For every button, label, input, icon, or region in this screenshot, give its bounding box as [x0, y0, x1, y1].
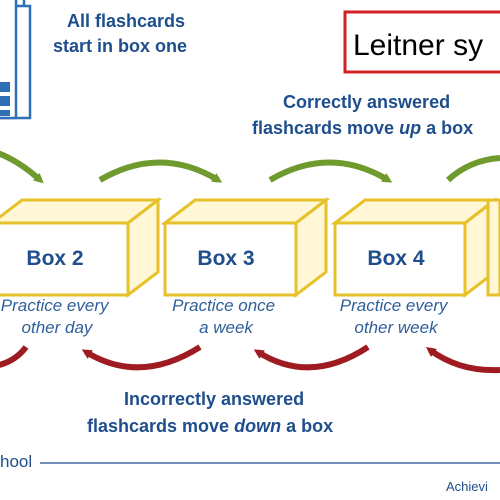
promote-arrow	[268, 159, 393, 183]
box-4: Box 4	[330, 196, 500, 299]
box-label: Box 2	[26, 247, 83, 270]
box-3-schedule-line1: Practice once	[172, 296, 275, 315]
bottom-note-emphasis: down	[234, 416, 281, 436]
footer-left-text: hool	[0, 452, 32, 471]
promote-arrows	[0, 150, 500, 184]
box-4-schedule: Practice every other week	[340, 296, 452, 337]
promote-arrow	[445, 155, 500, 183]
promote-arrow	[0, 150, 44, 184]
start-note: All flashcards start in box one	[53, 11, 190, 56]
bottom-note-line1: Incorrectly answered	[124, 389, 304, 409]
top-note-emphasis: up	[399, 118, 421, 138]
demote-arrow	[253, 344, 370, 371]
bottom-note-line2: flashcards move down a box	[87, 416, 333, 436]
footer-right-text: Achievi	[446, 479, 488, 494]
demote-arrow	[0, 345, 29, 368]
start-note-line1: All flashcards	[67, 11, 185, 31]
start-note-line2: start in box one	[53, 36, 187, 56]
bottom-note: Incorrectly answered flashcards move dow…	[87, 389, 333, 436]
box-2-schedule-line2: other day	[22, 318, 94, 337]
box-3-schedule-line2: a week	[199, 318, 254, 337]
box-2-schedule-line1: Practice every	[1, 296, 110, 315]
box-3: Box 3	[160, 196, 331, 299]
demote-arrows	[0, 344, 500, 374]
box-3-schedule: Practice once a week	[172, 296, 280, 337]
page-title: Leitner sy	[353, 29, 483, 62]
demote-arrow	[425, 347, 500, 374]
box-2: Box 2	[0, 196, 163, 299]
title-frame	[343, 10, 500, 74]
box-label: Box 4	[367, 247, 425, 270]
top-note-line2: flashcards move up a box	[252, 118, 473, 138]
box-4-schedule-line1: Practice every	[340, 296, 449, 315]
flashcard-stack-icon	[0, 0, 32, 120]
box-label: Box 3	[197, 247, 254, 270]
demote-arrow	[81, 344, 202, 371]
top-note-line1: Correctly answered	[283, 92, 450, 112]
top-note: Correctly answered flashcards move up a …	[252, 92, 473, 138]
promote-arrow	[98, 159, 223, 183]
box-4-schedule-line2: other week	[354, 318, 439, 337]
box-2-schedule: Practice every other day	[1, 296, 113, 337]
